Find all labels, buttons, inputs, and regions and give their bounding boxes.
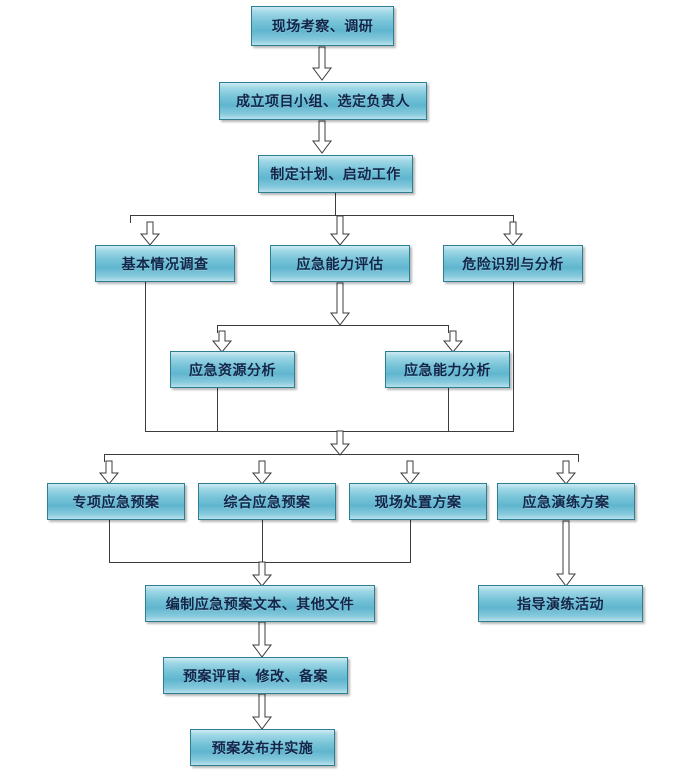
- connector-n8-down: [448, 388, 449, 431]
- arrow-bus-to-n7: [211, 330, 233, 353]
- node-form-project-team[interactable]: 成立项目小组、选定负责人: [219, 82, 427, 120]
- node-guide-drill-activities[interactable]: 指导演练活动: [478, 585, 643, 622]
- node-label: 指导演练活动: [517, 595, 604, 612]
- node-make-plan-start-work[interactable]: 制定计划、启动工作: [258, 155, 413, 193]
- arrow-bus-to-n12: [555, 460, 577, 485]
- arrow-merge-to-n13: [251, 561, 273, 587]
- node-emergency-drill-plan[interactable]: 应急演练方案: [497, 483, 635, 520]
- node-plan-review-revise-file[interactable]: 预案评审、修改、备案: [163, 657, 348, 694]
- connector-bus-right-drop: [513, 215, 514, 223]
- connector-n3-down: [335, 193, 336, 215]
- bus-collector: [145, 431, 514, 432]
- node-label: 专项应急预案: [72, 493, 160, 510]
- arrow-collector-to-plans: [329, 430, 351, 456]
- connector-plans-left-drop: [104, 454, 105, 462]
- arrow-n5-to-analysis-bus: [330, 282, 350, 326]
- connector-n11-down: [410, 520, 411, 562]
- node-label: 现场处置方案: [374, 493, 462, 510]
- node-basic-situation-survey[interactable]: 基本情况调查: [95, 245, 235, 282]
- node-label: 制定计划、启动工作: [270, 166, 401, 182]
- connector-n9-down: [109, 520, 110, 562]
- node-site-survey[interactable]: 现场考察、调研: [251, 6, 394, 46]
- node-label: 综合应急预案: [223, 493, 311, 510]
- arrow-bus-to-n6: [502, 221, 524, 246]
- node-hazard-identification-analysis[interactable]: 危险识别与分析: [443, 245, 583, 282]
- connector-analysis-right-drop: [448, 325, 449, 333]
- connector-n6-long-down: [513, 282, 514, 431]
- node-label: 现场考察、调研: [271, 18, 374, 34]
- connector-bus-left-drop: [130, 215, 131, 223]
- arrow-n13-to-n15: [252, 621, 272, 658]
- connector-plans-right-drop: [578, 454, 579, 462]
- node-onsite-disposal-plan[interactable]: 现场处置方案: [349, 483, 487, 520]
- bus-row3-top: [130, 215, 513, 216]
- node-label: 危险识别与分析: [462, 255, 564, 272]
- arrow-bus-to-n9: [98, 460, 120, 485]
- node-label: 应急能力分析: [404, 361, 491, 378]
- arrow-bus-to-n8: [442, 330, 464, 353]
- node-emergency-resource-analysis[interactable]: 应急资源分析: [170, 351, 295, 388]
- arrow-n15-to-n16: [252, 693, 272, 730]
- node-label: 编制应急预案文本、其他文件: [165, 595, 355, 612]
- arrow-n12-to-n14: [556, 520, 576, 587]
- connector-n10-down: [262, 520, 263, 562]
- node-emergency-capability-analysis[interactable]: 应急能力分析: [385, 351, 510, 388]
- arrow-bus-to-n5: [329, 215, 351, 246]
- node-comprehensive-emergency-plan[interactable]: 综合应急预案: [198, 483, 336, 520]
- node-plan-release-implement[interactable]: 预案发布并实施: [190, 729, 335, 766]
- bus-analysis: [217, 325, 448, 326]
- node-label: 成立项目小组、选定负责人: [236, 93, 410, 109]
- connector-analysis-left-drop: [217, 325, 218, 333]
- arrow-n2-to-n3: [312, 120, 332, 154]
- arrow-bus-to-n10: [251, 460, 273, 485]
- node-label: 应急演练方案: [522, 493, 610, 510]
- node-label: 基本情况调查: [121, 255, 209, 272]
- arrow-bus-to-n11: [399, 460, 421, 485]
- node-label: 预案评审、修改、备案: [183, 667, 328, 684]
- node-label: 预案发布并实施: [211, 739, 314, 756]
- node-compile-plan-text-documents[interactable]: 编制应急预案文本、其他文件: [145, 585, 375, 622]
- node-label: 应急资源分析: [189, 361, 276, 378]
- arrow-n1-to-n2: [312, 46, 332, 81]
- node-label: 应急能力评估: [296, 255, 384, 272]
- node-special-emergency-plan[interactable]: 专项应急预案: [47, 483, 185, 520]
- connector-n4-long-down: [145, 282, 146, 431]
- node-emergency-capability-assessment[interactable]: 应急能力评估: [270, 245, 410, 282]
- connector-n7-down: [217, 388, 218, 431]
- arrow-bus-to-n4: [139, 221, 161, 246]
